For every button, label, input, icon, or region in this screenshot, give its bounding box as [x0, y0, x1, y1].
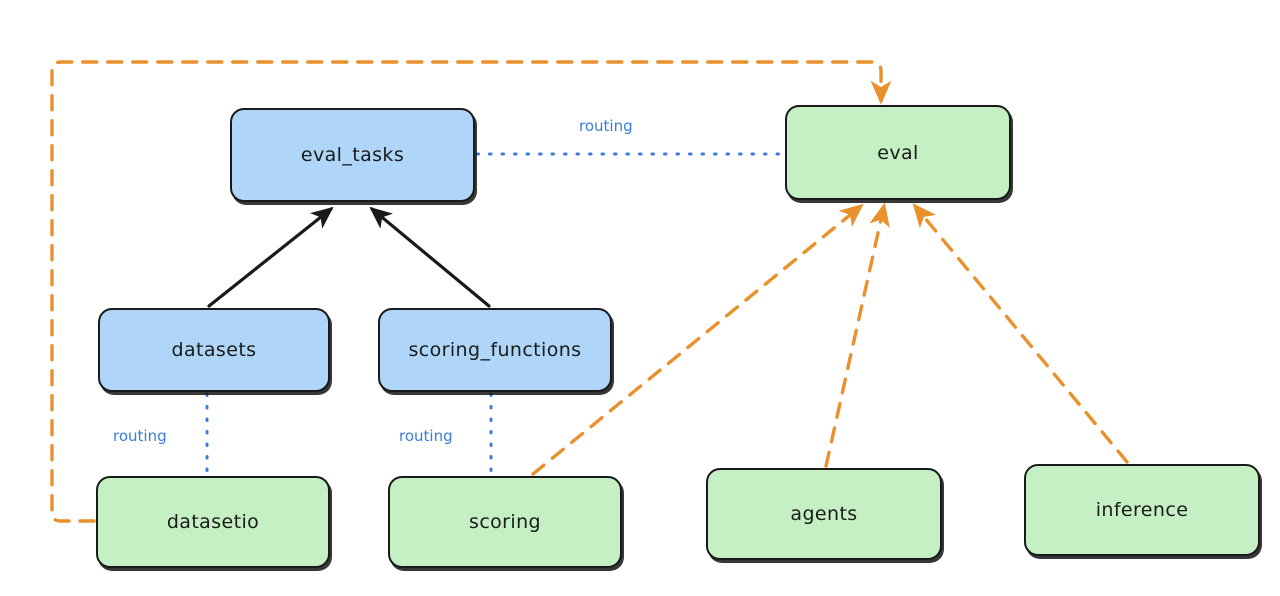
edge-label-routing-datasets-datasetio: routing: [113, 427, 167, 445]
node-label-inference: inference: [1095, 499, 1189, 521]
edge-datasets-to-eval-tasks: [207, 206, 334, 308]
node-datasetio[interactable]: datasetio: [96, 476, 330, 568]
edge-agents-to-eval: [824, 202, 890, 468]
node-label-eval: eval: [877, 141, 919, 164]
node-scoring-functions[interactable]: scoring_functions: [378, 308, 612, 392]
edge-label-routing-eval-tasks-eval: routing: [579, 117, 633, 135]
node-label-agents: agents: [790, 503, 858, 525]
edge-datasetio-to-eval: [50, 60, 892, 523]
node-eval-tasks[interactable]: eval_tasks: [230, 108, 475, 202]
node-agents[interactable]: agents: [706, 468, 942, 560]
node-eval[interactable]: eval: [785, 105, 1011, 200]
node-label-scoring-functions: scoring_functions: [408, 339, 582, 361]
node-label-eval-tasks: eval_tasks: [300, 144, 405, 166]
node-label-datasetio: datasetio: [166, 511, 260, 533]
edge-inference-to-eval: [912, 203, 1129, 464]
edge-label-routing-scoring-functions-scoring: routing: [399, 427, 453, 445]
node-inference[interactable]: inference: [1024, 464, 1260, 556]
node-label-scoring: scoring: [469, 511, 541, 533]
edge-scoring-to-eval: [531, 203, 864, 476]
node-datasets[interactable]: datasets: [98, 308, 330, 392]
node-label-datasets: datasets: [171, 339, 257, 361]
node-scoring[interactable]: scoring: [388, 476, 622, 568]
edge-scoring-functions-to-eval-tasks: [369, 206, 491, 308]
